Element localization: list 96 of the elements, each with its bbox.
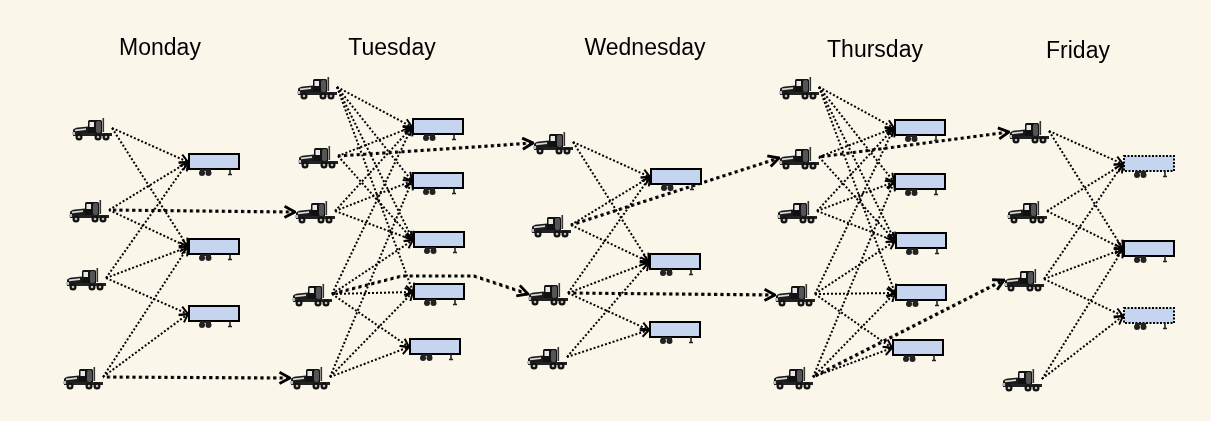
dotted-arrow [334,126,413,212]
dotted-arrow [818,86,898,294]
trailer-icon [412,118,464,144]
dotted-arrow [812,292,896,378]
dotted-arrow [329,291,414,378]
trailer-icon [894,173,946,199]
dotted-arrow [111,127,189,164]
trailer-icon [412,172,464,198]
truck-icon [776,200,818,224]
trailer-icon [1123,307,1175,333]
dotted-arrow [572,141,651,179]
trailer-icon [1123,240,1175,266]
dotted-arrow [818,86,895,183]
dotted-arrow [1041,315,1124,380]
trailer-icon [649,321,701,347]
dotted-arrow [818,156,896,242]
dotted-arrow [331,126,414,295]
trailer-icon [892,339,944,365]
dotted-arrow [1046,163,1124,212]
dotted-arrow [331,274,530,298]
dotted-arrow [818,126,1011,159]
dotted-arrow [334,178,413,212]
truck-icon [1008,120,1050,144]
dotted-arrow [336,86,413,182]
dotted-arrow [329,344,410,378]
trailer-icon [413,231,465,257]
dotted-arrow [567,176,651,294]
dotted-arrow [105,161,189,279]
dotted-arrow [1041,248,1124,380]
day-heading: Friday [1046,39,1110,62]
dotted-arrow [566,327,650,358]
truck-icon [1003,268,1045,292]
dotted-arrow [105,277,189,316]
dotted-arrow [1043,278,1124,318]
dotted-arrow [812,278,1006,379]
truck-icon [65,267,107,291]
trailer-icon [650,168,702,194]
dotted-arrow [570,154,781,227]
truck-icon [71,117,113,141]
truck-icon [527,282,569,306]
dotted-arrow [105,244,189,279]
trailer-icon [1123,155,1175,181]
truck-icon [68,199,110,223]
trailer-icon [895,284,947,310]
truck-icon [297,145,339,169]
trailer-icon [649,253,701,279]
dotted-arrow [337,136,535,158]
dotted-arrow [337,155,414,241]
dotted-arrow [818,86,895,129]
trailer-icon [409,338,461,364]
truck-icon [526,346,568,370]
truck-icon [778,146,820,170]
dotted-arrow [814,240,896,295]
day-heading: Thursday [827,38,923,61]
dotted-arrow [814,293,893,349]
dotted-arrow [334,210,414,243]
truck-icon [296,76,338,100]
dotted-arrow [109,204,297,219]
trailer-icon [188,305,240,331]
truck-icon [294,200,336,224]
dotted-arrow [816,210,896,244]
truck-icon [291,283,333,307]
dotted-arrow [814,287,896,299]
trailer-icon [413,283,465,309]
dotted-arrow [102,246,189,378]
dotted-arrow [572,141,650,263]
dotted-arrow [816,179,895,212]
dotted-arrow [336,86,413,128]
dotted-arrow [1043,246,1124,280]
truck-icon [778,76,820,100]
truck-icon [1001,368,1043,392]
dotted-arrow [816,127,895,212]
truck-icon [289,366,331,390]
truck-icon [774,283,816,307]
truck-icon [1006,200,1048,224]
truck-icon [62,366,104,390]
dotted-arrow [1046,210,1124,251]
truck-icon [532,131,574,155]
trailer-icon [894,119,946,145]
dotted-arrow [336,86,416,293]
truck-icon [530,214,572,238]
day-heading: Monday [119,36,201,59]
dotted-arrow [1048,130,1124,166]
trailer-icon [188,238,240,264]
dotted-arrow [814,127,896,295]
dotted-arrow [568,287,777,302]
dotted-arrow [1043,163,1124,280]
trailer-icon [188,153,240,179]
trailer-icon [895,232,947,258]
day-heading: Wednesday [584,36,706,59]
truck-icon [772,366,814,390]
dotted-arrow [111,127,189,248]
day-heading: Tuesday [348,36,436,59]
dotted-arrow [1048,130,1124,250]
dotted-arrow [103,370,292,385]
dotted-arrow [566,261,650,358]
